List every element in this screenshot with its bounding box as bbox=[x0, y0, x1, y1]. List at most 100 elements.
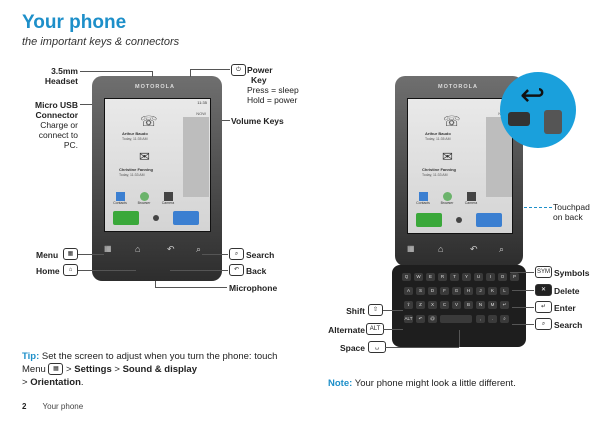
page-subtitle: the important keys & connectors bbox=[22, 36, 180, 48]
kb-key: L bbox=[500, 287, 509, 295]
home-key-icon: ⌂ bbox=[63, 264, 78, 276]
kb-key: E bbox=[426, 273, 435, 281]
kb-key: V bbox=[452, 301, 461, 309]
messaging-button[interactable] bbox=[173, 211, 199, 225]
space-label: Space bbox=[339, 343, 365, 353]
app-camera-icon: Camera bbox=[158, 192, 178, 205]
search-leader bbox=[202, 254, 228, 255]
power-leader bbox=[190, 69, 230, 70]
power-leader-v bbox=[190, 69, 191, 77]
home-dot-2 bbox=[456, 217, 462, 223]
alt-key-icon: ALT bbox=[366, 323, 384, 335]
dialer-button-2[interactable] bbox=[416, 213, 442, 227]
kb-key: G bbox=[452, 287, 461, 295]
back-leader bbox=[170, 270, 228, 271]
search-label: Search bbox=[246, 250, 275, 260]
message-icon-2: ✉ bbox=[442, 149, 453, 164]
power-key-icon: ⏻ bbox=[231, 64, 246, 76]
kb-key: T bbox=[450, 273, 459, 281]
hw-home-key[interactable]: ⌂ bbox=[135, 244, 141, 254]
shift-leader bbox=[383, 310, 403, 311]
message-icon: ✉ bbox=[139, 149, 150, 164]
contact2-time-2: Today, 11:33 AM bbox=[422, 173, 448, 177]
dialer-button[interactable] bbox=[113, 211, 139, 225]
power-label: Power Key Press = sleep Hold = power bbox=[247, 65, 299, 105]
phone-screen-2: NOW ☏ Arthur Baudo Today, 11:35 AM ✉ Chr… bbox=[407, 98, 513, 234]
hw-search-key[interactable]: ⌕ bbox=[196, 244, 202, 254]
home-dot bbox=[153, 215, 159, 221]
delete-leader bbox=[512, 290, 534, 291]
kb-spacebar bbox=[440, 315, 472, 323]
contact2-name-2: Christine Fanning bbox=[422, 167, 456, 172]
phone-screen: 11:35 NOW ☏ Arthur Baudo Today, 11:35 AM… bbox=[104, 98, 211, 232]
kb-key: ⌕ bbox=[500, 315, 509, 323]
kb-key: C bbox=[440, 301, 449, 309]
usb-label: Micro USB Connector Charge or connect to… bbox=[35, 100, 78, 150]
app-browser-icon: Browser bbox=[134, 192, 154, 205]
hw-menu-key-2[interactable]: ▦ bbox=[407, 244, 415, 253]
contact1-time-2: Today, 11:35 AM bbox=[425, 137, 451, 141]
hw-menu-key[interactable]: ▦ bbox=[104, 244, 112, 253]
volume-leader bbox=[222, 120, 230, 121]
note-text: Note: Your phone might look a little dif… bbox=[328, 378, 516, 389]
page-footer: 2 Your phone bbox=[22, 402, 83, 411]
hw-search-key-2[interactable]: ⌕ bbox=[499, 244, 505, 254]
delete-key-icon: ✕ bbox=[535, 284, 552, 296]
usb-leader bbox=[80, 104, 92, 105]
kb-key: F bbox=[440, 287, 449, 295]
kb-key: K bbox=[488, 287, 497, 295]
kb-key: O bbox=[498, 273, 507, 281]
status-time: 11:35 bbox=[197, 100, 207, 105]
hw-back-key[interactable]: ↶ bbox=[167, 244, 175, 254]
kb-key: . bbox=[488, 315, 497, 323]
kb-key: S bbox=[416, 287, 425, 295]
kb-search-label: Search bbox=[554, 320, 583, 330]
kb-key: ↵ bbox=[500, 301, 509, 309]
kb-key: N bbox=[476, 301, 485, 309]
brand-logo: MOTOROLA bbox=[135, 84, 175, 90]
kb-search-key-icon: ⌕ bbox=[535, 318, 552, 330]
tip-settings: Settings bbox=[74, 364, 112, 375]
home-leader bbox=[78, 270, 136, 271]
kb-key: X bbox=[428, 301, 437, 309]
touchpad-label: Touchpad on back bbox=[553, 202, 590, 222]
volume-keys-label: Volume Keys bbox=[231, 116, 284, 126]
kb-key: B bbox=[464, 301, 473, 309]
tip-arrow3: > bbox=[22, 377, 28, 388]
app-browser-icon-2: Browser bbox=[437, 192, 457, 205]
rotate-arrow-icon: ↩ bbox=[520, 79, 546, 112]
kb-key: ↶ bbox=[416, 315, 425, 323]
kb-key: Z bbox=[416, 301, 425, 309]
rotate-phone-inset: ↩ bbox=[500, 72, 576, 148]
tip-label: Tip: bbox=[22, 351, 40, 362]
home-label: Home bbox=[36, 266, 60, 276]
contact2-time: Today, 11:33 AM bbox=[119, 173, 145, 177]
kb-key: Q bbox=[402, 273, 411, 281]
menu-label: Menu bbox=[36, 250, 59, 260]
tip-sound-display: Sound & display bbox=[122, 364, 198, 375]
kb-key: D bbox=[428, 287, 437, 295]
symbols-label: Symbols bbox=[554, 268, 590, 278]
touchpad-leader bbox=[524, 207, 552, 208]
hw-back-key-2[interactable]: ↶ bbox=[470, 244, 478, 254]
kb-key: A bbox=[404, 287, 413, 295]
contact1-name: Arthur Baudo bbox=[122, 131, 148, 136]
microphone-leader-v bbox=[155, 281, 156, 287]
footer-section: Your phone bbox=[42, 402, 84, 411]
back-key-icon: ↶ bbox=[229, 264, 244, 276]
delete-label: Delete bbox=[554, 286, 580, 296]
page-title: Your phone bbox=[22, 12, 127, 33]
back-label: Back bbox=[246, 266, 267, 276]
space-leader bbox=[385, 347, 459, 348]
tip-arrow1: > bbox=[66, 364, 72, 375]
messaging-button-2[interactable] bbox=[476, 213, 502, 227]
microphone-leader bbox=[155, 287, 227, 288]
missed-call-icon-2: ☏ bbox=[443, 113, 461, 129]
tip-end: . bbox=[80, 377, 84, 388]
hw-home-key-2[interactable]: ⌂ bbox=[438, 244, 444, 254]
kb-key: ALT bbox=[404, 315, 413, 323]
space-leader-v bbox=[459, 330, 460, 347]
tip-arrow2: > bbox=[114, 364, 120, 375]
search-key-icon: ⌕ bbox=[229, 248, 244, 260]
